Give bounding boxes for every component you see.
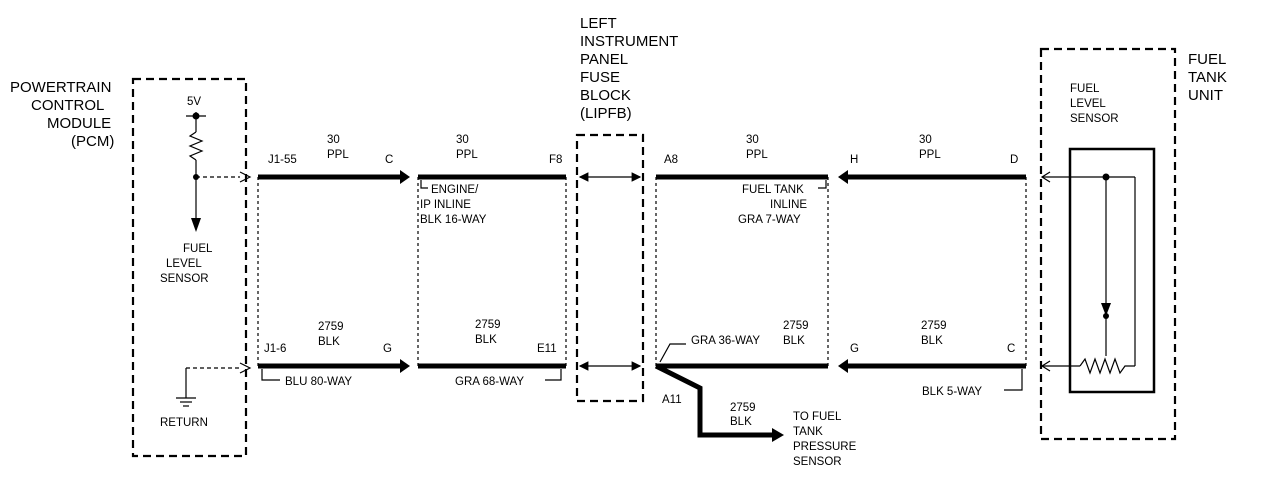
wire-30-ppl bbox=[258, 170, 1026, 184]
pcm-internal-circuit bbox=[186, 112, 252, 232]
conn-blu80: BLU 80-WAY bbox=[285, 376, 352, 388]
circuit-top-1-num: 30 bbox=[327, 134, 340, 146]
pcm-sensor-3: SENSOR bbox=[160, 273, 209, 285]
conn-fuel-tank-2: INLINE bbox=[770, 199, 807, 211]
lipfb-passthrough bbox=[578, 172, 642, 371]
pcm-title-1: POWERTRAIN bbox=[10, 79, 111, 96]
pin-d: D bbox=[1010, 154, 1018, 166]
pin-g-1: G bbox=[383, 343, 392, 355]
pcm-box bbox=[131, 77, 248, 458]
circuit-branch-num: 2759 bbox=[730, 402, 756, 414]
conn-gra36: GRA 36-WAY bbox=[691, 335, 760, 347]
circuit-top-4-color: PPL bbox=[919, 149, 941, 161]
pcm-sensor-1: FUEL bbox=[183, 243, 213, 255]
tank-title-1: FUEL bbox=[1188, 51, 1226, 68]
branch-dest-4: SENSOR bbox=[793, 456, 842, 468]
circuit-top-4-num: 30 bbox=[919, 134, 932, 146]
pin-g-2: G bbox=[850, 343, 859, 355]
tank-connection-arrows bbox=[1040, 171, 1060, 372]
pin-e11: E11 bbox=[537, 343, 557, 355]
circuit-bot-2-color: BLK bbox=[475, 334, 497, 346]
lipfb-title-5: BLOCK bbox=[580, 87, 631, 104]
branch-dest-1: TO FUEL bbox=[793, 411, 842, 423]
circuit-top-2-num: 30 bbox=[456, 134, 469, 146]
pin-j1-55: J1-55 bbox=[268, 154, 297, 166]
conn-engine-ip-2: IP INLINE bbox=[420, 199, 471, 211]
circuit-bot-3-color: BLK bbox=[783, 335, 805, 347]
wire-2759-blk bbox=[258, 359, 1026, 373]
lipfb-title-6: (LIPFB) bbox=[580, 105, 632, 122]
branch-dest-3: PRESSURE bbox=[793, 441, 857, 453]
connector-ticks bbox=[257, 177, 1027, 366]
pin-a11: A11 bbox=[662, 394, 682, 406]
circuit-top-3-num: 30 bbox=[746, 134, 759, 146]
circuit-bot-3-num: 2759 bbox=[783, 320, 809, 332]
branch-dest-2: TANK bbox=[793, 426, 823, 438]
tank-sensor-3: SENSOR bbox=[1070, 113, 1119, 125]
pin-j1-6: J1-6 bbox=[264, 343, 286, 355]
pcm-title-2: CONTROL bbox=[31, 97, 104, 114]
lipfb-title-1: LEFT bbox=[580, 15, 617, 32]
pin-h: H bbox=[850, 154, 858, 166]
pcm-sensor-2: LEVEL bbox=[166, 258, 202, 270]
tank-title-2: TANK bbox=[1188, 69, 1227, 86]
circuit-bot-4-num: 2759 bbox=[921, 320, 947, 332]
lipfb-title-4: FUSE bbox=[580, 69, 620, 86]
circuit-branch-color: BLK bbox=[730, 416, 752, 428]
lipfb-box bbox=[575, 133, 645, 403]
conn-fuel-tank-3: GRA 7-WAY bbox=[738, 214, 801, 226]
lipfb-title-3: PANEL bbox=[580, 51, 628, 68]
lipfb-title-2: INSTRUMENT bbox=[580, 33, 678, 50]
circuit-bot-1-num: 2759 bbox=[318, 321, 344, 333]
pcm-return: RETURN bbox=[160, 417, 208, 429]
return-ground-symbol bbox=[176, 362, 252, 407]
pcm-title-3: MODULE bbox=[47, 115, 111, 132]
pin-c-2: C bbox=[1007, 343, 1015, 355]
fuel-tank-unit-box bbox=[1039, 47, 1177, 441]
pin-f8: F8 bbox=[549, 154, 562, 166]
tank-title-3: UNIT bbox=[1188, 87, 1223, 104]
conn-blk5: BLK 5-WAY bbox=[922, 386, 982, 398]
conn-engine-ip-1: ENGINE/ bbox=[431, 184, 479, 196]
callout-leaders bbox=[261, 180, 1023, 391]
circuit-bot-2-num: 2759 bbox=[475, 319, 501, 331]
pcm-title-4: (PCM) bbox=[71, 133, 114, 150]
pin-c-1: C bbox=[385, 154, 393, 166]
pin-a8: A8 bbox=[664, 154, 678, 166]
branch-wire bbox=[654, 363, 784, 442]
tank-sensor-element bbox=[1060, 147, 1156, 394]
circuit-bot-4-color: BLK bbox=[921, 335, 943, 347]
circuit-bot-1-color: BLK bbox=[318, 336, 340, 348]
conn-fuel-tank-1: FUEL TANK bbox=[742, 184, 804, 196]
pcm-voltage: 5V bbox=[187, 96, 201, 108]
tank-sensor-2: LEVEL bbox=[1070, 98, 1106, 110]
tank-sensor-1: FUEL bbox=[1070, 83, 1100, 95]
conn-gra68: GRA 68-WAY bbox=[455, 376, 524, 388]
conn-engine-ip-3: BLK 16-WAY bbox=[420, 214, 487, 226]
circuit-top-2-color: PPL bbox=[456, 149, 478, 161]
circuit-top-3-color: PPL bbox=[746, 149, 768, 161]
circuit-top-1-color: PPL bbox=[327, 149, 349, 161]
